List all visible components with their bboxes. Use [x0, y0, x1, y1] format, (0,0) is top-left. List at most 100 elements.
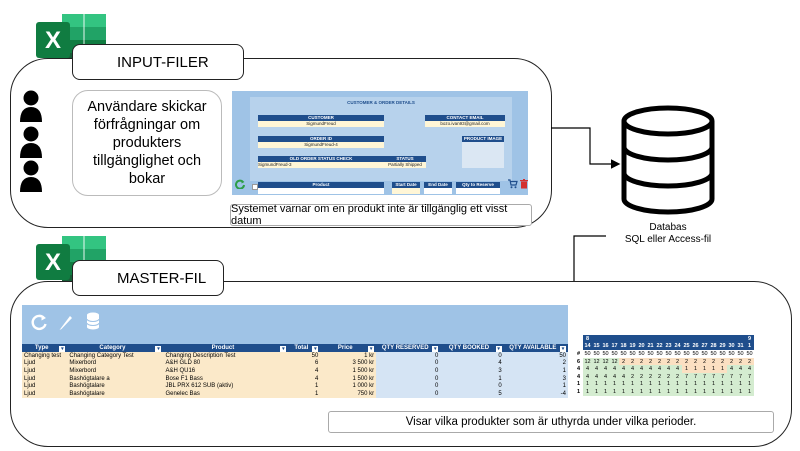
calendar-row-label: 1: [574, 380, 583, 389]
column-header-label: QTY BOOKED: [448, 344, 490, 351]
table-cell: JBL PRX 612 SUB (aktiv): [163, 382, 289, 390]
calendar-cell: 2: [709, 357, 718, 366]
table-cell: A&H GLD 80: [163, 359, 289, 368]
calendar-cell: 50: [736, 350, 745, 358]
column-header-label: QTY AVAILABLE: [509, 344, 557, 351]
table-cell: 50: [288, 352, 321, 360]
column-header[interactable]: Price▾: [320, 344, 377, 352]
calendar-row-label: 1: [574, 388, 583, 396]
old-status-field[interactable]: SigmundFreud-3: [258, 162, 384, 168]
table-cell: 6: [288, 359, 321, 368]
table-cell: Bose F1 Bass: [163, 374, 289, 383]
column-header[interactable]: Product▾: [163, 344, 289, 352]
calendar-cell: 4: [646, 365, 655, 373]
form-title: CUSTOMER & ORDER DETAILS: [347, 100, 415, 105]
calendar-cell: 2: [736, 357, 745, 366]
filter-dropdown-icon[interactable]: ▾: [368, 345, 375, 352]
calendar-cell: 1: [709, 388, 718, 396]
input-section-title-text: INPUT-FILER: [117, 53, 209, 71]
refresh-icon[interactable]: [235, 179, 245, 189]
start-date-column-header: Start Date: [392, 182, 420, 188]
calendar-cell: 4: [619, 365, 628, 373]
refresh-icon[interactable]: [30, 313, 48, 331]
user-icon: [20, 126, 42, 158]
calendar-cell: 1: [646, 380, 655, 389]
filter-dropdown-icon[interactable]: ▾: [59, 345, 66, 352]
table-cell: Mixerbord: [67, 359, 164, 368]
customer-field[interactable]: SigmundFreud: [258, 121, 384, 127]
qty-input[interactable]: [456, 188, 500, 194]
qty-column-header: Qty to Reserve: [456, 182, 500, 188]
table-cell: 1 500 kr: [320, 374, 377, 383]
calendar-cell: 4: [610, 372, 619, 381]
calendar-cell: 50: [610, 350, 619, 358]
select-all-checkbox[interactable]: [252, 184, 258, 190]
filter-dropdown-icon[interactable]: ▾: [432, 345, 439, 352]
cart-icon[interactable]: [508, 179, 518, 189]
table-cell: A&H QU16: [163, 367, 289, 375]
delete-icon[interactable]: [520, 179, 528, 189]
table-cell: 0: [376, 359, 441, 368]
column-header[interactable]: Type ▾: [22, 344, 68, 352]
calendar-cell: 25: [682, 342, 691, 351]
email-field[interactable]: bozo.ivan93@gmail.com: [425, 121, 505, 127]
table-cell: 0: [440, 382, 504, 390]
column-header[interactable]: QTY BOOKED ▾: [440, 344, 504, 352]
order-label: ORDER ID: [258, 136, 384, 142]
filter-dropdown-icon[interactable]: ▾: [312, 345, 319, 352]
start-date-input[interactable]: [392, 188, 420, 194]
master-note-text: Visar vilka produkter som är uthyrda und…: [405, 416, 697, 428]
column-header[interactable]: Category▾: [67, 344, 164, 352]
calendar-cell: 50: [664, 350, 673, 358]
filter-dropdown-icon[interactable]: ▾: [280, 345, 287, 352]
table-cell: 0: [376, 374, 441, 383]
table-cell: 1: [503, 382, 568, 390]
calendar-cell: 50: [691, 350, 700, 358]
filter-dropdown-icon[interactable]: ▾: [560, 345, 566, 352]
calendar-cell: [610, 335, 619, 343]
column-header[interactable]: QTY AVAILABLE▾: [503, 344, 568, 352]
order-field[interactable]: SigmundFreud-4: [258, 142, 384, 148]
column-header-label: Type: [34, 344, 49, 351]
calendar-cell: 2: [673, 357, 682, 366]
calendar-cell: 1: [745, 342, 754, 351]
input-to-database-arrow: [551, 127, 621, 169]
calendar-cell: 27: [700, 342, 709, 351]
calendar-cell: 4: [727, 365, 736, 373]
calendar-cell: 1: [709, 380, 718, 389]
database-small-icon[interactable]: [86, 312, 100, 330]
calendar-row-label: [574, 335, 583, 343]
calendar-cell: 1: [718, 388, 727, 396]
calendar-cell: 1: [682, 380, 691, 389]
edit-icon[interactable]: [58, 313, 74, 331]
calendar-cell: 1: [745, 380, 754, 389]
calendar-cell: 7: [682, 372, 691, 381]
calendar-cell: 50: [592, 350, 601, 358]
product-input-row[interactable]: [258, 188, 384, 194]
calendar-cell: 12: [601, 357, 610, 366]
filter-dropdown-icon[interactable]: ▾: [155, 345, 162, 352]
column-header[interactable]: QTY RESERVED▾: [376, 344, 441, 352]
calendar-cell: 4: [583, 365, 592, 373]
master-note: Visar vilka produkter som är uthyrda und…: [328, 411, 774, 433]
image-label: PRODUCT IMAGE: [462, 136, 504, 142]
calendar-cell: 1: [727, 388, 736, 396]
calendar-cell: 23: [664, 342, 673, 351]
calendar-cell: [682, 335, 691, 343]
end-date-input[interactable]: [424, 188, 452, 194]
table-cell: Changing Description Test: [163, 352, 289, 360]
calendar-cell: 1: [619, 388, 628, 396]
calendar-cell: 1: [700, 380, 709, 389]
column-header[interactable]: Total▾: [288, 344, 321, 352]
filter-dropdown-icon[interactable]: ▾: [495, 345, 502, 352]
